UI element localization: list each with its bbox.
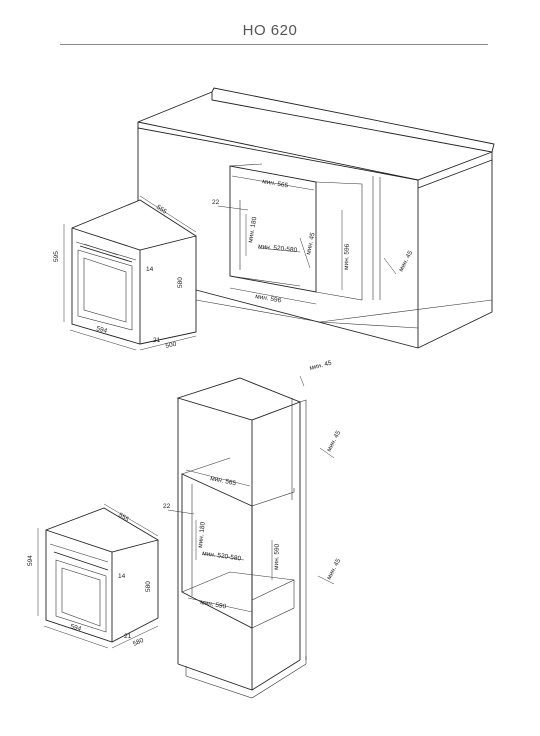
dim-col-top-gap: мин. 45 — [309, 360, 333, 372]
dim-niche-height-range: мин. 520-580 — [258, 243, 298, 254]
countertop-cabinet — [137, 87, 495, 349]
dim-oven-door: 21 — [153, 337, 161, 344]
dim-niche-width-top: мин. 565 — [262, 178, 289, 190]
dim-oven2-inner-depth: 580 — [145, 581, 152, 592]
dim-col-gap-bottom: мин. 45 — [326, 557, 343, 581]
dim-oven2-depth-bottom: 580 — [132, 637, 145, 648]
dim-niche-vent-depth: мин. 45 — [305, 232, 317, 256]
dim-niche-height: мин. 596 — [343, 243, 351, 270]
dim-col-gap-top: мин. 45 — [326, 429, 343, 453]
bottom-oven-dimensions: 594 594 555 14 580 21 580 — [27, 503, 159, 649]
dim-niche-vent-height: мин. 180 — [247, 216, 259, 243]
page-title: HO 620 — [242, 22, 298, 39]
dim-col-height-range: мин. 520-580 — [202, 550, 242, 562]
dim-oven-height: 595 — [53, 251, 60, 262]
dim-oven2-front-offset: 14 — [118, 573, 126, 580]
dim-oven2-door: 21 — [124, 633, 132, 640]
bottom-oven — [45, 507, 159, 643]
dim-oven2-depth-top: 555 — [117, 512, 130, 524]
dim-oven-front-offset: 14 — [146, 266, 154, 273]
dim-col-left-margin: 22 — [163, 503, 171, 510]
dim-niche-width-bottom: мин. 596 — [255, 293, 282, 305]
dim-col-height: мин. 590 — [273, 543, 281, 570]
dim-oven2-width: 594 — [69, 623, 82, 633]
dim-col-vent-height: мин. 180 — [197, 521, 207, 548]
bottom-niche-dimensions: мин. 45 мин. 45 мин. 565 22 мин. 180 мин… — [163, 360, 343, 613]
dim-niche-rear-gap: мин. 45 — [398, 249, 415, 273]
title-divider — [60, 44, 488, 45]
dim-col-width-bottom: мин. 590 — [200, 599, 227, 611]
top-oven — [71, 199, 197, 345]
dim-oven-inner-depth: 580 — [177, 277, 184, 288]
dim-col-width-top: мин. 565 — [210, 475, 237, 487]
dim-niche-left-margin: 22 — [212, 199, 220, 206]
tall-column-cabinet — [176, 377, 307, 699]
top-niche-dimensions: мин. 565 мин. 596 22 мин. 180 мин. 520-5… — [212, 175, 415, 305]
dim-oven-width: 594 — [95, 325, 108, 335]
dim-oven-depth-bottom: 500 — [165, 341, 177, 350]
top-oven-dimensions: 595 594 555 14 580 21 500 — [53, 195, 197, 351]
dim-oven2-height: 594 — [27, 555, 34, 566]
